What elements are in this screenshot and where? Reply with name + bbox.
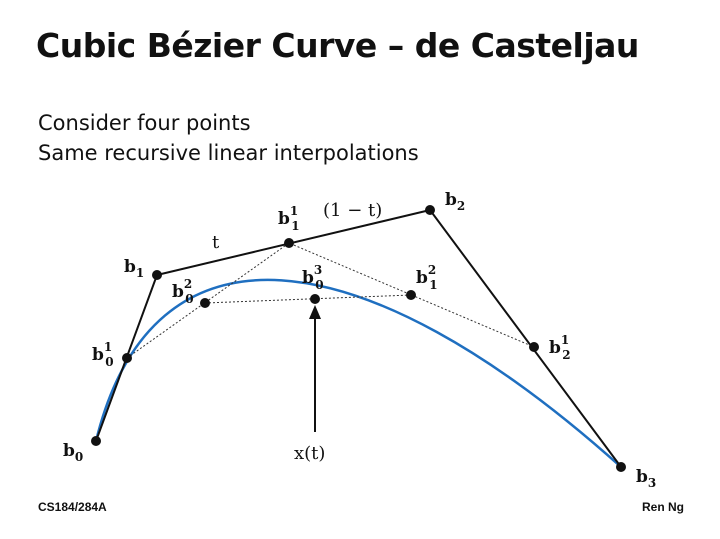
point-b11	[284, 238, 294, 248]
slide-title: Cubic Bézier Curve – de Casteljau	[36, 26, 639, 65]
point-b0	[91, 436, 101, 446]
point-b3	[616, 462, 626, 472]
param-t-label: t	[212, 232, 220, 253]
bullet-item: Consider four points	[38, 111, 251, 135]
bezier-curve	[94, 278, 622, 468]
construction-line-level2	[204, 294, 412, 304]
label-b1: b1	[124, 257, 144, 280]
curve-point-label: x(t)	[294, 443, 325, 464]
point-b02	[200, 298, 210, 308]
bullet-item: Same recursive linear interpolations	[38, 141, 419, 165]
course-code: CS184/284A	[38, 500, 107, 514]
point-b1	[152, 270, 162, 280]
construction-lines-level1	[126, 242, 535, 359]
label-b3: b3	[636, 467, 656, 490]
label-b2: b2	[445, 190, 465, 213]
author-name: Ren Ng	[642, 500, 684, 514]
point-b21	[529, 342, 539, 352]
point-b03	[310, 294, 320, 304]
point-b2	[425, 205, 435, 215]
point-b12	[406, 290, 416, 300]
arrow-head	[309, 305, 321, 319]
bullet-list: Consider four points Same recursive line…	[38, 108, 419, 168]
control-polygon	[95, 208, 622, 468]
point-b01	[122, 353, 132, 363]
label-b0: b0	[63, 441, 83, 464]
param-one-minus-t-label: (1 − t)	[323, 200, 382, 221]
